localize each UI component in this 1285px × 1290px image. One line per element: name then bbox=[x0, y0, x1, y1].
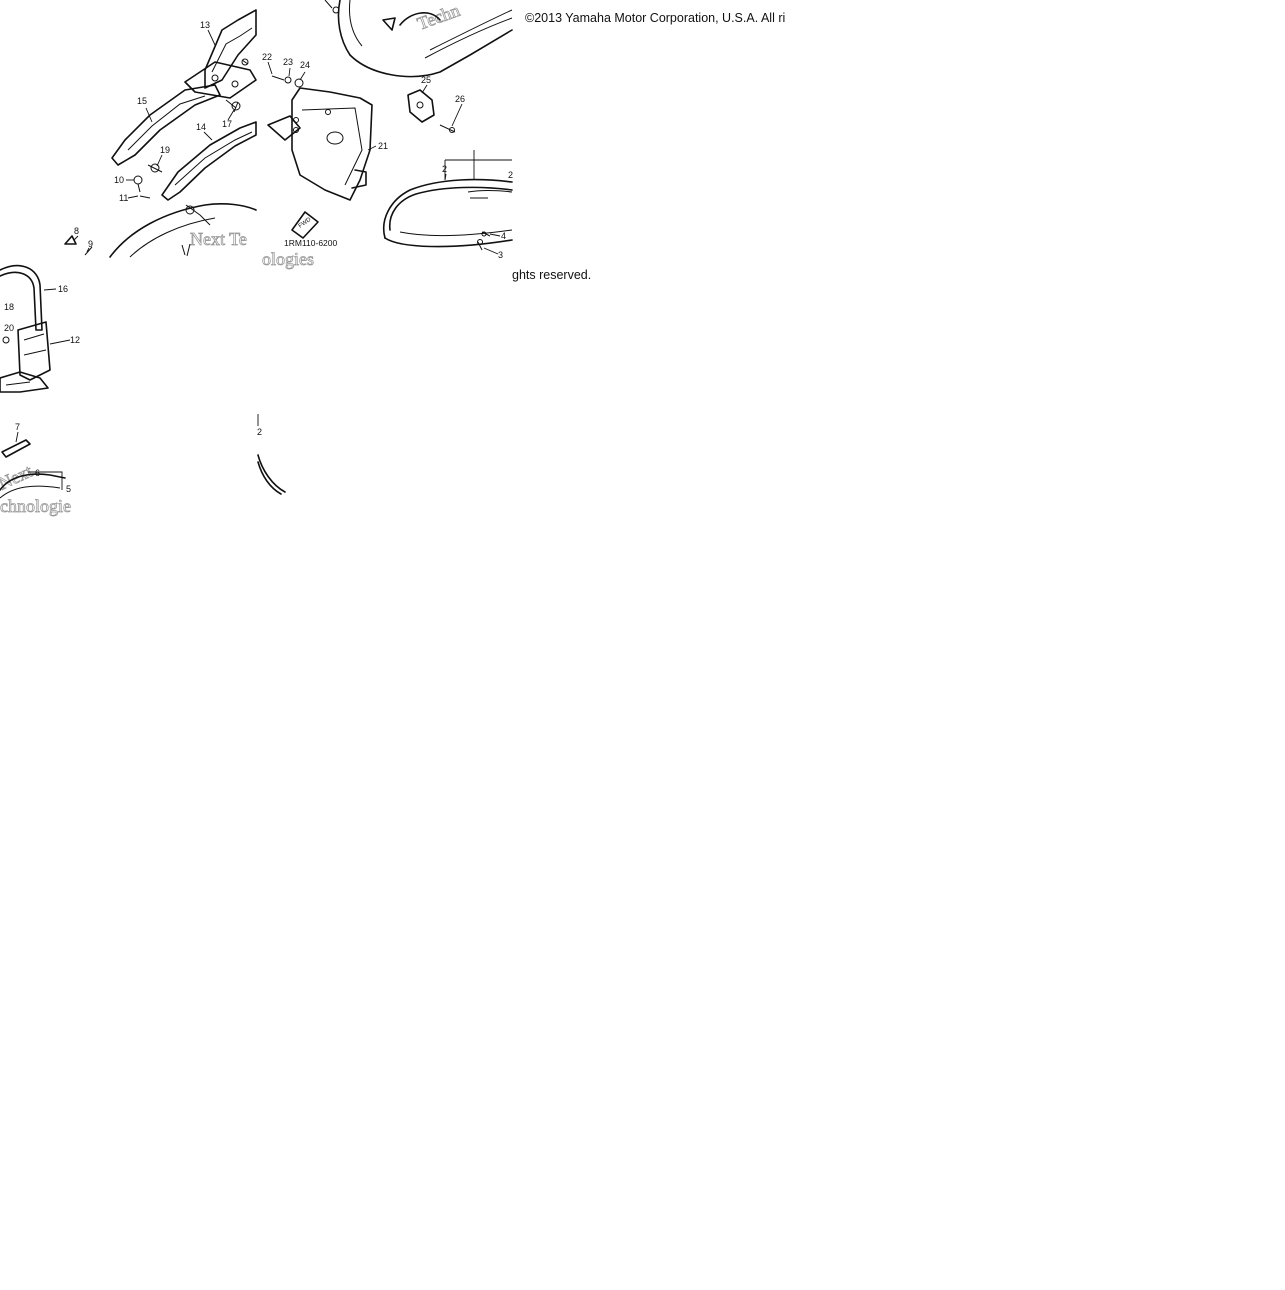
callout-label: 2 bbox=[257, 427, 262, 437]
callout-label: 22 bbox=[262, 52, 272, 62]
watermark-text: chnologie bbox=[0, 496, 71, 516]
emblem-assembly bbox=[0, 439, 66, 499]
callout-label: 12 bbox=[70, 335, 80, 345]
callout-label: 7 bbox=[15, 422, 20, 432]
callout-label: 16 bbox=[58, 284, 68, 294]
grab-bar-assembly bbox=[64, 9, 304, 258]
front-fender-assembly bbox=[383, 150, 513, 251]
callout-label: 19 bbox=[160, 145, 170, 155]
callout-label: 17 bbox=[222, 119, 232, 129]
copyright-bottom: ghts reserved. bbox=[512, 268, 591, 282]
sissy-bar-assembly bbox=[0, 264, 51, 393]
watermark-text: ologies bbox=[262, 249, 314, 269]
callout-label: 26 bbox=[455, 94, 465, 104]
leader-lines bbox=[15, 29, 501, 443]
watermark-text: Next Te bbox=[190, 229, 247, 249]
callout-label: 2 bbox=[442, 164, 447, 174]
diagram-code: 1RM110-6200 bbox=[284, 238, 338, 248]
rear-fender-assembly: FWD 1RM110-6200 bbox=[267, 0, 513, 248]
callout-label: 8 bbox=[74, 226, 79, 236]
callout-label: 18 bbox=[4, 302, 14, 312]
fender-edge-piece bbox=[257, 414, 286, 495]
callout-label: 24 bbox=[300, 60, 310, 70]
callout-label: 15 bbox=[137, 96, 147, 106]
callout-label: 9 bbox=[88, 239, 93, 249]
watermark-text: Techn bbox=[415, 0, 463, 34]
callout-label: 5 bbox=[66, 484, 71, 494]
callout-label: 6 bbox=[35, 468, 40, 478]
callout-label: 14 bbox=[196, 122, 206, 132]
callout-labels: 13 22 23 24 25 26 15 17 14 19 10 11 8 9 … bbox=[4, 20, 513, 494]
callout-label: 20 bbox=[4, 323, 14, 333]
callout-label: 11 bbox=[119, 193, 128, 203]
callout-label: 23 bbox=[283, 57, 293, 67]
watermark-group: Techn Next Te ologies Next chnologie bbox=[0, 0, 463, 516]
callout-label: 25 bbox=[421, 75, 431, 85]
callout-label: 3 bbox=[498, 250, 503, 260]
callout-label: 10 bbox=[114, 175, 124, 185]
callout-label: 13 bbox=[200, 20, 210, 30]
copyright-top: ©2013 Yamaha Motor Corporation, U.S.A. A… bbox=[525, 11, 785, 25]
callout-label: 4 bbox=[501, 231, 506, 241]
callout-label: 21 bbox=[378, 141, 388, 151]
callout-label: 2 bbox=[508, 170, 513, 180]
